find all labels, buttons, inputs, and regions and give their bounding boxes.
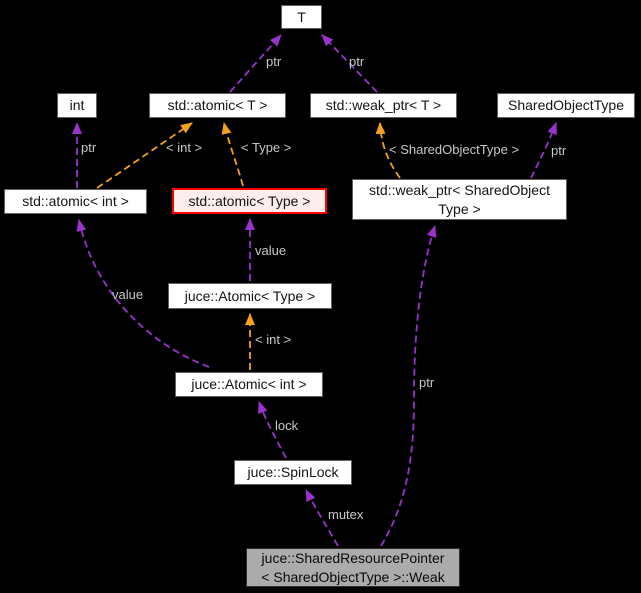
edge-std-atomic-t-to-t	[229, 34, 282, 93]
node-std-atomic-type-label: std::atomic< Type >	[188, 192, 311, 209]
node-std-weak-ptr-sharedobjecttype-line1: std::weak_ptr< SharedObject	[369, 182, 550, 199]
edge-label-ptr-weak-ptr-t: ptr	[349, 54, 365, 69]
edge-weak-to-spinlock	[305, 489, 339, 547]
node-sharedobjecttype[interactable]: SharedObjectType	[497, 93, 635, 118]
edge-label-int-template-bottom: < int >	[255, 332, 292, 347]
node-std-weak-ptr-sharedobjecttype[interactable]: std::weak_ptr< SharedObject Type >	[352, 179, 567, 220]
node-std-atomic-int-label: std::atomic< int >	[22, 193, 129, 210]
edge-label-ptr-atomic-t: ptr	[266, 54, 282, 69]
edge-std-weak-ptr-sot-to-std-weak-ptr-t	[375, 122, 401, 179]
node-std-atomic-t[interactable]: std::atomic< T >	[149, 93, 286, 118]
node-std-atomic-int[interactable]: std::atomic< int >	[4, 189, 147, 214]
node-juce-atomic-int-label: juce::Atomic< int >	[191, 376, 307, 393]
edge-std-atomic-int-to-std-atomic-t	[96, 122, 193, 189]
edge-label-lock: lock	[275, 418, 299, 433]
node-t-label: T	[297, 8, 306, 25]
edge-juce-atomic-int-to-std-atomic-int	[76, 219, 210, 368]
edge-std-weak-ptr-sot-to-sharedobjecttype	[530, 122, 557, 179]
node-juce-atomic-type[interactable]: juce::Atomic< Type >	[168, 283, 332, 309]
node-std-atomic-type[interactable]: std::atomic< Type >	[172, 188, 327, 214]
node-int: int	[57, 93, 97, 118]
edge-std-atomic-type-to-std-atomic-t	[221, 122, 244, 187]
edge-label-value-int: value	[112, 287, 144, 302]
edge-label-mutex: mutex	[328, 507, 364, 522]
node-juce-sharedresourcepointer-weak-line1: juce::SharedResourcePointer	[261, 550, 445, 567]
edge-label-sharedobjecttype-template: < SharedObjectType >	[389, 142, 520, 157]
edge-std-weak-ptr-t-to-t	[321, 34, 378, 93]
edge-label-value-type: value	[255, 243, 287, 258]
node-t: T	[281, 5, 322, 29]
node-std-weak-ptr-t-label: std::weak_ptr< T >	[325, 97, 442, 114]
node-int-label: int	[69, 97, 85, 114]
node-std-weak-ptr-sharedobjecttype-line2: Type >	[438, 200, 481, 217]
node-std-atomic-t-label: std::atomic< T >	[167, 97, 268, 114]
node-juce-spinlock[interactable]: juce::SpinLock	[234, 460, 352, 485]
edge-label-int-template-top: < int >	[166, 140, 203, 155]
node-juce-sharedresourcepointer-weak-line2: < SharedObjectType >::Weak	[261, 568, 445, 585]
node-juce-atomic-int[interactable]: juce::Atomic< int >	[175, 372, 323, 397]
edge-spinlock-to-juce-atomic-int	[258, 401, 287, 459]
node-juce-atomic-type-label: juce::Atomic< Type >	[184, 287, 316, 304]
node-sharedobjecttype-label: SharedObjectType	[508, 97, 624, 114]
node-std-weak-ptr-t[interactable]: std::weak_ptr< T >	[310, 93, 457, 118]
edge-label-ptr-int: ptr	[81, 140, 97, 155]
node-juce-spinlock-label: juce::SpinLock	[247, 464, 339, 481]
node-juce-sharedresourcepointer-weak: juce::SharedResourcePointer < SharedObje…	[246, 548, 460, 587]
edge-label-ptr-weak: ptr	[419, 375, 435, 390]
edge-label-ptr-sharedobjecttype: ptr	[551, 143, 567, 158]
edge-label-type-template: < Type >	[241, 140, 292, 155]
